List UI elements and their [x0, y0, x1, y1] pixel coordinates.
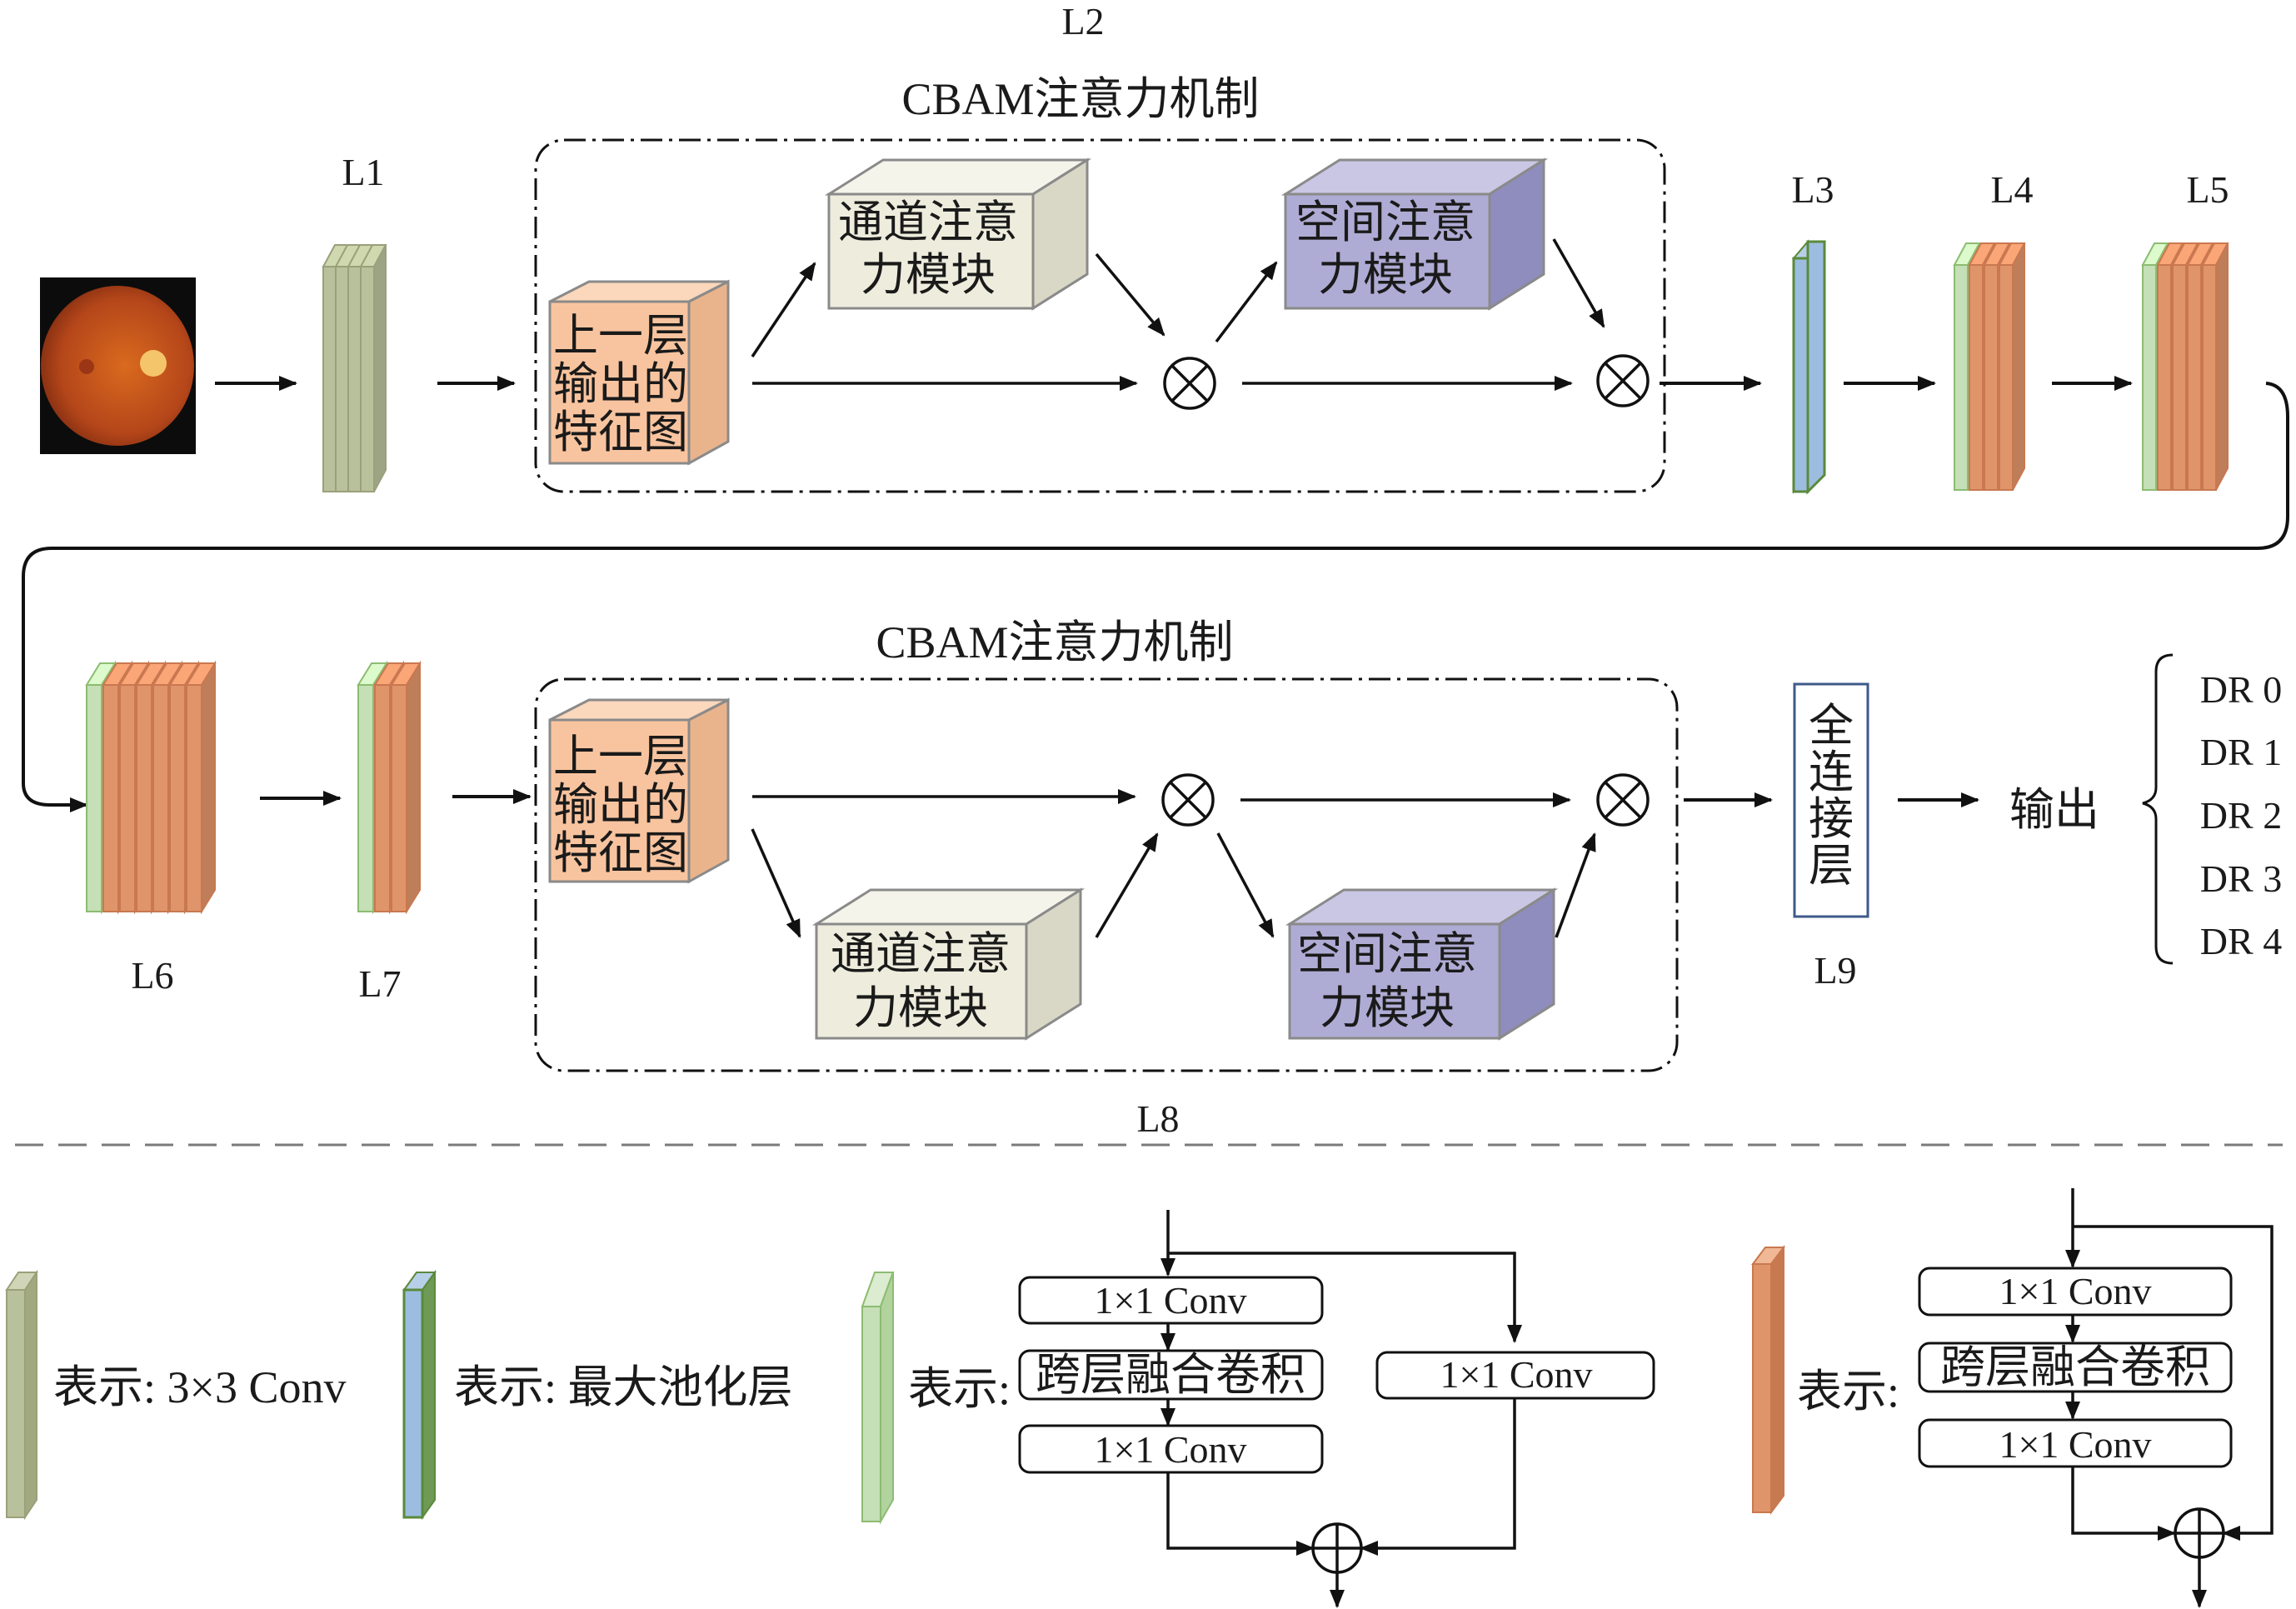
svg-text:力模块: 力模块: [1320, 983, 1455, 1033]
svg-text:空间注意: 空间注意: [1295, 197, 1475, 247]
cbam-title-top: CBAM注意力机制: [901, 74, 1259, 124]
svg-text:特征图: 特征图: [553, 407, 688, 457]
spatial-attention-block: 空间注意 力模块: [1280, 157, 1549, 311]
svg-text:特征图: 特征图: [553, 828, 688, 878]
layer-l7-stack: L7: [357, 660, 422, 1005]
arrows-cbam-top: [751, 238, 1605, 391]
legend-orange-block: 表示: 1×1 Conv 跨层融合卷积 1×1 Conv: [1751, 1188, 2274, 1608]
feature-map-slab: [185, 660, 217, 915]
cbam-box-bottom: [534, 677, 1679, 1072]
channel-attention-block: 通道注意 力模块: [811, 887, 1086, 1041]
feature-map-slab: [2201, 242, 2229, 491]
prev-feature-block: 上一层 输出的 特征图: [548, 697, 730, 884]
svg-text:上一层: 上一层: [553, 732, 688, 782]
class-dr1: DR 1: [2200, 731, 2282, 773]
label-l1: L1: [342, 151, 384, 193]
svg-text:全: 全: [1809, 701, 1854, 751]
svg-text:L3: L3: [1791, 168, 1834, 211]
svg-text:输出的: 输出的: [553, 780, 688, 830]
svg-text:通道注意: 通道注意: [831, 929, 1011, 979]
fundus-image: [40, 277, 196, 454]
layer-l1-stack: L1: [322, 151, 387, 492]
svg-text:输出的: 输出的: [553, 359, 688, 409]
layer-l6-stack: L6: [85, 660, 217, 997]
feature-map-slab: [390, 660, 422, 915]
multiply-symbol: [1163, 357, 1216, 410]
label-l2: L2: [1061, 0, 1104, 42]
multiply-symbol: [1596, 773, 1650, 827]
svg-text:表示:: 表示:: [908, 1364, 1011, 1414]
spatial-attention-block: 空间注意 力模块: [1285, 887, 1559, 1041]
svg-text:表示:: 表示:: [1797, 1367, 1899, 1417]
legend-maxpool: 表示: 最大池化层: [402, 1269, 793, 1521]
svg-text:力模块: 力模块: [853, 983, 988, 1033]
multiply-symbol: [1596, 354, 1650, 407]
label-l8: L8: [1136, 1097, 1179, 1140]
prev-feature-block: 上一层 输出的 特征图: [548, 279, 730, 466]
svg-text:L5: L5: [2186, 168, 2229, 211]
legend-conv3-label: 表示: 3×3 Conv: [53, 1362, 346, 1412]
layer-l4-stack: L4: [1953, 168, 2034, 491]
svg-text:力模块: 力模块: [861, 250, 996, 300]
layer-l5-stack: L5: [2141, 168, 2229, 491]
svg-text:L7: L7: [358, 962, 401, 1005]
layer-l3-pool: L3: [1791, 168, 1834, 495]
svg-text:1×1 Conv: 1×1 Conv: [1999, 1423, 2151, 1466]
svg-text:L6: L6: [131, 954, 173, 997]
svg-text:1×1 Conv: 1×1 Conv: [1094, 1428, 1246, 1471]
feature-map-slab: [1998, 242, 2026, 491]
channel-attention-block: 通道注意 力模块: [824, 157, 1092, 311]
label-l9: L9: [1814, 949, 1856, 992]
output-brace: [2142, 653, 2174, 965]
svg-text:L4: L4: [1990, 168, 2033, 211]
svg-text:跨层融合卷积: 跨层融合卷积: [1036, 1350, 1305, 1400]
svg-text:1×1 Conv: 1×1 Conv: [1999, 1270, 2151, 1312]
svg-text:力模块: 力模块: [1318, 250, 1453, 300]
output-classes: DR 0 DR 1 DR 2 DR 3 DR 4: [2200, 668, 2282, 962]
svg-text:空间注意: 空间注意: [1297, 929, 1477, 979]
class-dr0: DR 0: [2200, 668, 2282, 711]
output-label: 输出: [2009, 785, 2099, 835]
feature-map-slab: [359, 244, 387, 492]
class-dr4: DR 4: [2200, 920, 2282, 962]
arrows-cbam-bottom: [751, 789, 1596, 938]
class-dr3: DR 3: [2200, 857, 2282, 900]
class-dr2: DR 2: [2200, 794, 2282, 837]
connector-arrow: [22, 382, 2289, 812]
cbam-title-bottom: CBAM注意力机制: [876, 617, 1233, 667]
svg-text:连: 连: [1809, 747, 1854, 797]
svg-text:1×1 Conv: 1×1 Conv: [1440, 1353, 1592, 1396]
svg-text:1×1 Conv: 1×1 Conv: [1094, 1279, 1246, 1322]
legend-maxpool-label: 表示: 最大池化层: [454, 1362, 793, 1412]
svg-text:通道注意: 通道注意: [838, 197, 1018, 247]
legend-conv3: 表示: 3×3 Conv: [5, 1269, 346, 1521]
legend-green-block: 表示: 1×1 Conv 跨层融合卷积 1×1 Conv 1×1 Conv: [861, 1210, 1655, 1608]
svg-text:接: 接: [1809, 794, 1854, 844]
svg-text:上一层: 上一层: [553, 311, 688, 361]
multiply-symbol: [1161, 773, 1215, 827]
svg-text:层: 层: [1809, 841, 1854, 891]
svg-text:跨层融合卷积: 跨层融合卷积: [1940, 1342, 2210, 1392]
fully-connected-layer: 全 连 接 层 L9: [1793, 682, 1869, 992]
